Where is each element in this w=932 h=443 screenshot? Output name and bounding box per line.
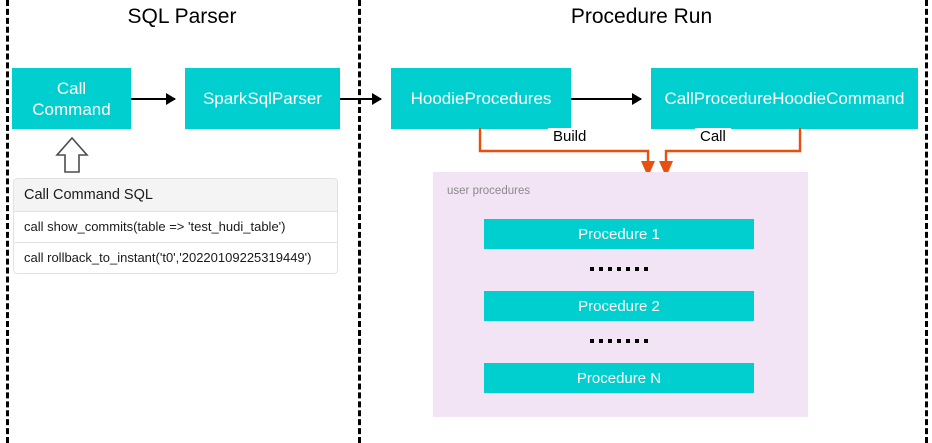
arrow-spark-sql-parser-to-hoodie-procedures-icon xyxy=(340,98,381,100)
arrow-up-outline-icon xyxy=(55,136,89,173)
section-title-procedure-run: Procedure Run xyxy=(570,5,713,28)
call-command-sql-row-2: call rollback_to_instant('t0','202201092… xyxy=(13,243,338,274)
arrow-call-command-to-spark-sql-parser-icon xyxy=(131,98,175,100)
call-command-sql-card: Call Command SQL call show_commits(table… xyxy=(13,178,338,274)
box-hoodie-procedures: HoodieProcedures xyxy=(391,68,571,129)
call-command-sql-row-1: call show_commits(table => 'test_hudi_ta… xyxy=(13,212,338,243)
procedure-item-1: Procedure 1 xyxy=(484,219,754,249)
divider-middle xyxy=(358,0,361,443)
orange-connectors-icon xyxy=(478,128,802,177)
divider-left xyxy=(6,0,9,443)
box-call-command-line1: Call xyxy=(56,78,87,98)
box-call-command-line2: Command xyxy=(32,99,111,119)
divider-right xyxy=(925,0,928,443)
procedure-ellipsis-1 xyxy=(484,259,754,279)
box-call-command: Call Command xyxy=(12,68,131,129)
procedure-item-2: Procedure 2 xyxy=(484,291,754,321)
section-title-sql-parser: SQL Parser xyxy=(127,5,237,28)
procedure-item-n: Procedure N xyxy=(484,363,754,393)
box-call-procedure-hoodie-command: CallProcedureHoodieCommand xyxy=(651,68,918,129)
user-procedures-panel: user procedures Procedure 1 Procedure 2 … xyxy=(433,172,808,417)
call-command-sql-card-header: Call Command SQL xyxy=(13,178,338,212)
connector-label-call: Call xyxy=(695,128,731,146)
connector-label-build: Build xyxy=(548,128,592,146)
arrow-hoodie-procedures-to-call-procedure-hoodie-command-icon xyxy=(571,98,641,100)
box-spark-sql-parser: SparkSqlParser xyxy=(185,68,340,129)
user-procedures-panel-title: user procedures xyxy=(447,185,531,197)
procedure-ellipsis-2 xyxy=(484,331,754,351)
